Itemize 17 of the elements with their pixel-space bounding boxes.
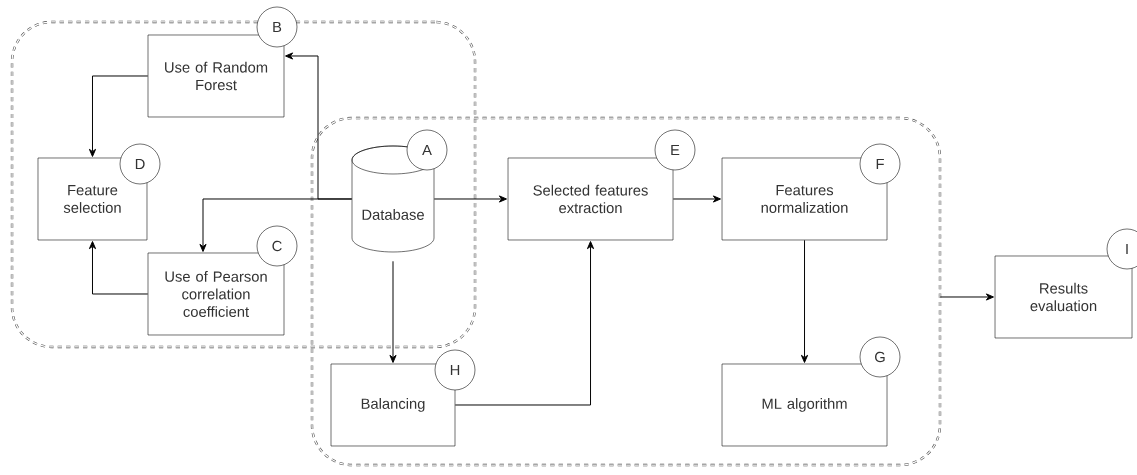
process-box: ML algorithm [721, 363, 888, 447]
arrow [88, 75, 149, 157]
arrow [454, 241, 595, 406]
arrow [389, 260, 397, 363]
arrow [433, 195, 507, 203]
process-box: Selected features extraction [507, 157, 674, 241]
dashed-group-outline [310, 116, 942, 467]
node-label: I [1126, 243, 1128, 255]
arrow [939, 293, 994, 301]
dashed-group-outline [10, 20, 477, 349]
arrow [800, 239, 809, 363]
arrow [88, 241, 149, 295]
process-box: Use of Random Forest [147, 34, 285, 118]
arrow [672, 195, 721, 203]
arrow [199, 198, 353, 252]
process-box: Results evaluation [994, 255, 1133, 339]
process-box: Use of Pearson correlation coefficient [147, 252, 285, 336]
